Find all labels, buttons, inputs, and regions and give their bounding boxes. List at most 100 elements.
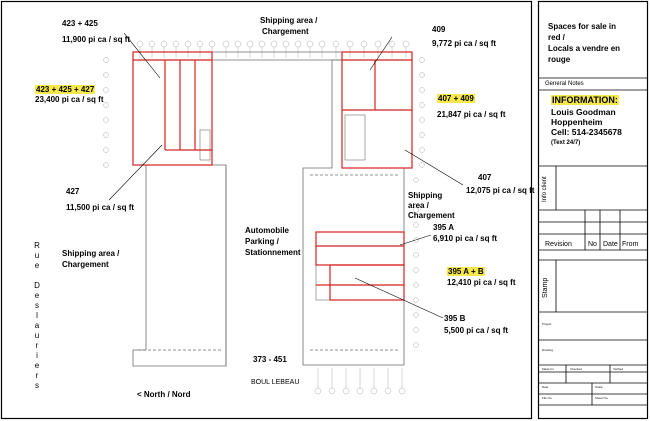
unit-423-425-area: 11,900 pi ca / sq ft (62, 35, 131, 44)
unit-409-area: 9,772 pi ca / sq ft (432, 39, 497, 48)
unit-427-area: 11,500 pi ca / sq ft (66, 203, 135, 212)
grid-bubble (413, 282, 419, 288)
unit-407-area: 12,075 pi ca / sq ft (466, 186, 535, 195)
grid-bubble (148, 40, 156, 48)
title-block-rules (538, 77, 648, 406)
information-heading: INFORMATION: (551, 95, 619, 105)
grid-bubble (103, 72, 109, 78)
grid-bubble (370, 387, 378, 395)
street-name: BOUL LEBEAU (251, 379, 300, 386)
side-street-letter: R (34, 241, 40, 250)
side-street-letter: s (35, 301, 39, 310)
sale-note-line2: red / (548, 33, 565, 42)
grid-bubble (413, 312, 419, 318)
grid-bubble (246, 40, 254, 48)
grid-bubble (103, 102, 109, 108)
rev-from-col: From (622, 241, 639, 248)
grid-bubble (374, 40, 382, 48)
drawing-label: Drawing (542, 348, 554, 352)
grid-bubble (103, 57, 109, 63)
parking-line3: Stationnement (245, 248, 301, 257)
grid-bubble (184, 40, 192, 48)
grid-bubble (419, 162, 425, 168)
grid-bubble (306, 40, 314, 48)
grid-bubble (388, 40, 396, 48)
grid-bubble (234, 40, 242, 48)
contact-cell: Cell: 514-2345678 (551, 127, 622, 137)
side-street-letter: s (35, 381, 39, 390)
unit-423-425-427-outline (132, 51, 213, 166)
leader-lines (108, 32, 464, 319)
made-for-label: Made for (542, 367, 554, 371)
grid-bubble (103, 147, 109, 153)
grid-bubble (419, 57, 425, 63)
grid-bubble (196, 40, 204, 48)
side-street-letter: a (34, 321, 40, 330)
grid-bubble (103, 132, 109, 138)
stamp-label: Stamp (542, 277, 549, 298)
grid-bubble (294, 40, 302, 48)
side-street-letter: r (35, 371, 39, 380)
scale-label: Scale (595, 385, 603, 389)
date-label: Date (542, 385, 549, 389)
parking-line2: Parking / (245, 237, 279, 246)
grid-bubble (413, 252, 419, 258)
shipping-top-line2: Chargement (262, 27, 309, 36)
grid-bubble (419, 117, 425, 123)
side-street-letter: e (34, 291, 40, 300)
revision-col: Revision (545, 241, 572, 248)
contact-name-line2: Hoppenheim (551, 117, 603, 127)
unit-423-425-427-area: 23,400 pi ca / sq ft (35, 95, 104, 104)
grid-bubble (282, 40, 290, 48)
side-street-letter: l (36, 311, 38, 320)
unit-423-425-id: 423 + 425 (62, 19, 98, 28)
grid-bubble (384, 387, 392, 395)
unit-395b-id: 395 B (444, 314, 466, 323)
side-street-letter: D (34, 281, 40, 290)
side-street-letter: i (36, 351, 38, 360)
grid-bubble (413, 327, 419, 333)
file-no-label: File No. (542, 396, 553, 400)
sale-note-line4: rouge (548, 55, 571, 64)
side-street-letter: r (35, 341, 39, 350)
grid-bubble (346, 40, 354, 48)
shipping-right-line2: area / (408, 201, 429, 210)
grid-bubble (222, 40, 230, 48)
unit-395a-id: 395 A (433, 223, 455, 232)
grid-bubble (419, 72, 425, 78)
unit-427-id: 427 (66, 187, 80, 196)
rev-no-col: No (588, 241, 597, 248)
grid-bubble (413, 207, 419, 213)
grid-bubble (419, 87, 425, 93)
unit-423-425-427-id: 423 + 425 + 427 (35, 85, 96, 94)
grid-bubble (419, 132, 425, 138)
units-for-sale (132, 51, 413, 301)
sheet-no-label: Sheet No. (595, 396, 609, 400)
unit-409-id: 409 (432, 25, 446, 34)
grid-bubble (419, 102, 425, 108)
grid-bubble (172, 40, 180, 48)
side-street-letter: e (34, 261, 40, 270)
grid-bubble (258, 40, 266, 48)
parking-line1: Automobile (245, 226, 289, 235)
sale-note-line3: Locals a vendre en (548, 44, 621, 53)
grid-bubble (103, 162, 109, 168)
unit-395ab-area: 12,410 pi ca / sq ft (447, 278, 516, 287)
drawing-border (0, 0, 533, 420)
grid-bubble (402, 40, 410, 48)
unit-407-409-area: 21,847 pi ca / sq ft (437, 110, 506, 119)
side-street-letter: u (34, 331, 40, 340)
grid-bubble (413, 177, 419, 183)
grid-bubble (398, 387, 406, 395)
unit-395a-area: 6,910 pi ca / sq ft (433, 234, 498, 243)
unit-395b-outline (329, 264, 405, 301)
contact-name-line1: Louis Goodman (551, 107, 616, 117)
building-outline (132, 51, 413, 367)
grid-bubble (413, 342, 419, 348)
info-client-label: Info client (542, 176, 548, 202)
grid-bubble (419, 147, 425, 153)
grid-bubble (103, 117, 109, 123)
shipping-left-line1: Shipping area / (62, 249, 120, 258)
grid-bubble (270, 40, 278, 48)
north-arrow-label: < North / Nord (137, 390, 191, 399)
